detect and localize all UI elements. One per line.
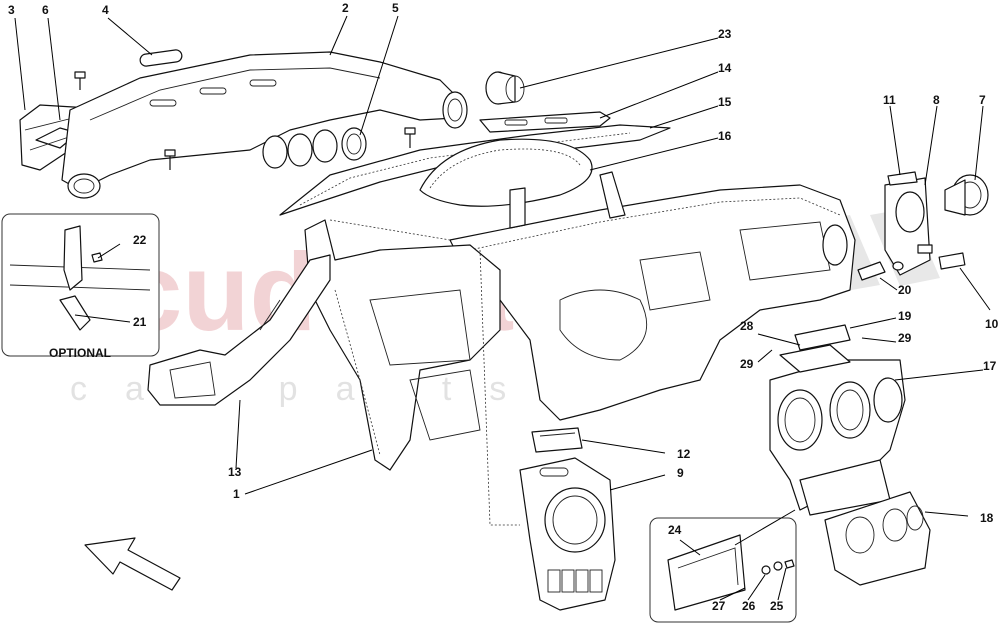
callout-9: 9 xyxy=(677,466,684,480)
callout-12: 12 xyxy=(677,447,691,461)
bracket-20 xyxy=(857,261,904,281)
callout-21: 21 xyxy=(133,315,147,329)
center-console xyxy=(769,344,906,516)
callout-2: 2 xyxy=(342,1,349,15)
callout-20: 20 xyxy=(898,283,912,297)
callout-5: 5 xyxy=(392,1,399,15)
right-gauge-pod xyxy=(884,171,989,276)
callout-19: 19 xyxy=(898,309,912,323)
vent-rings xyxy=(262,127,367,169)
callout-27: 27 xyxy=(712,599,726,613)
detail-inset xyxy=(649,517,797,623)
callout-6: 6 xyxy=(42,3,49,17)
callout-24: 24 xyxy=(668,523,682,537)
lower-console-plate xyxy=(824,491,931,586)
left-lower-duct xyxy=(147,254,331,406)
callout-13: 13 xyxy=(228,465,242,479)
callout-15: 15 xyxy=(718,95,732,109)
callout-26: 26 xyxy=(742,599,756,613)
callout-3: 3 xyxy=(8,3,15,17)
leader-lines xyxy=(14,15,991,601)
callout-numbers: 3 6 4 2 5 23 14 15 16 11 8 7 10 20 19 29… xyxy=(8,1,999,613)
callout-25: 25 xyxy=(770,599,784,613)
callout-8: 8 xyxy=(933,93,940,107)
callout-29-left: 29 xyxy=(740,357,754,371)
direction-arrow xyxy=(84,537,181,591)
upper-trim-strip xyxy=(479,111,611,133)
callout-22: 22 xyxy=(133,233,147,247)
screws-upper xyxy=(74,71,416,170)
optional-label: OPTIONAL xyxy=(49,346,111,360)
callout-29-right: 29 xyxy=(898,331,912,345)
callout-10: 10 xyxy=(985,317,999,331)
round-bellows xyxy=(485,71,525,105)
left-instrument-pod xyxy=(519,457,616,611)
callout-17: 17 xyxy=(983,359,997,373)
left-support-structure xyxy=(304,219,501,471)
callout-14: 14 xyxy=(718,61,732,75)
callout-23: 23 xyxy=(718,27,732,41)
callout-18: 18 xyxy=(980,511,994,525)
connector-lines xyxy=(329,219,796,546)
callout-28: 28 xyxy=(740,319,754,333)
callout-1: 1 xyxy=(233,487,240,501)
callout-11: 11 xyxy=(883,93,896,107)
callout-16: 16 xyxy=(718,129,732,143)
switch-panel xyxy=(531,427,583,453)
callout-4: 4 xyxy=(102,3,109,17)
dashboard-main-body xyxy=(449,171,856,421)
callout-7: 7 xyxy=(979,93,986,107)
binnacle-cover xyxy=(419,138,593,207)
